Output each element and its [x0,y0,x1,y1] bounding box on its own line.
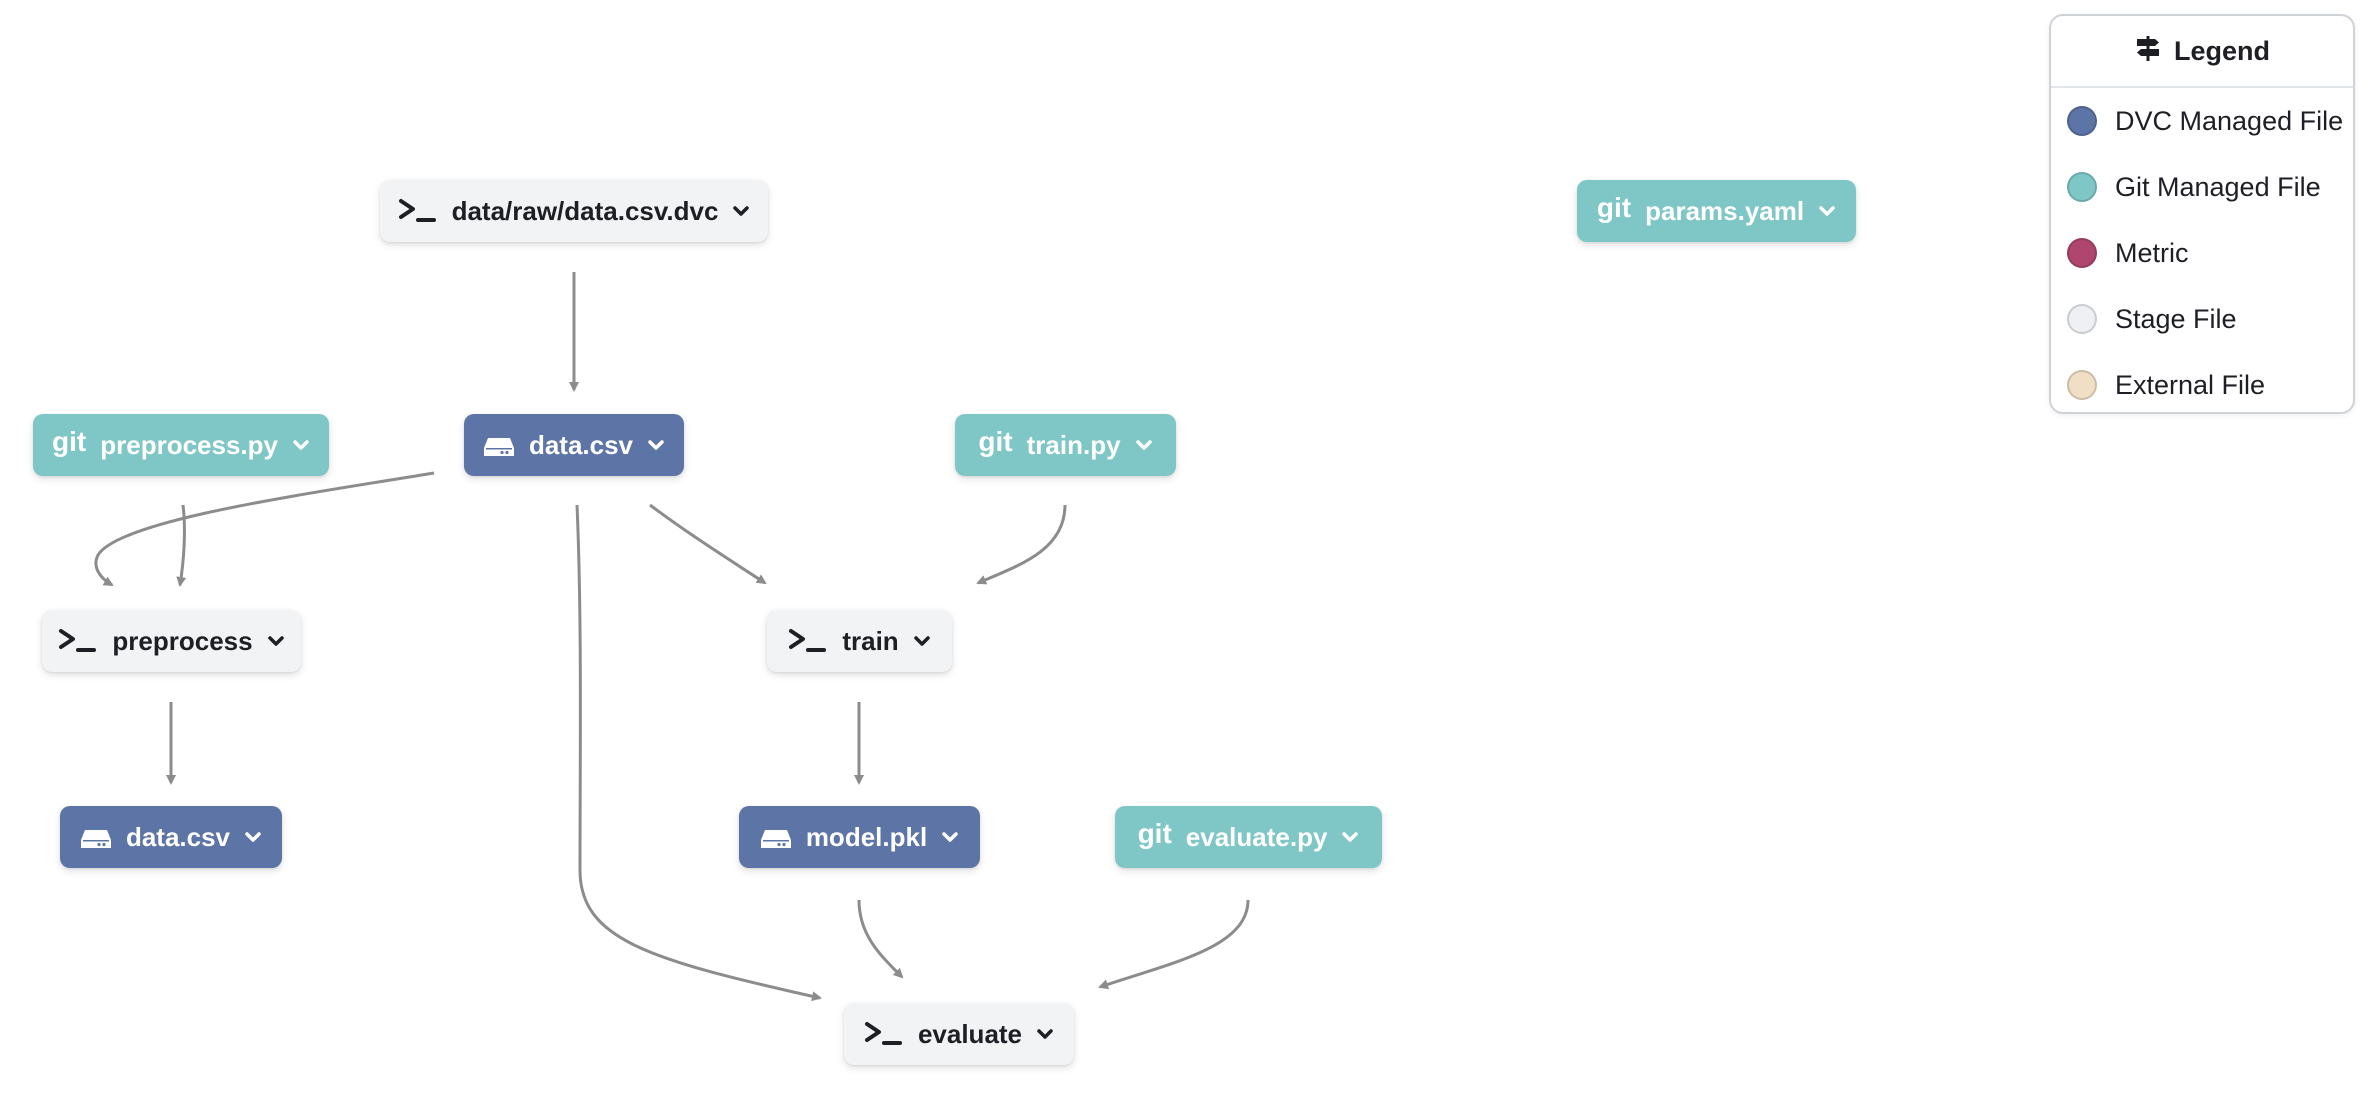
legend-item-external-file: External File [2051,352,2353,418]
legend-panel: Legend DVC Managed File Git Managed File… [2049,14,2355,414]
chevron-down-icon[interactable] [941,831,959,843]
edge-evaluatepy-to-evaluate [1098,899,1250,990]
node-preprocess-stage[interactable]: preprocess [42,610,301,672]
legend-item-git-managed: Git Managed File [2051,154,2353,220]
terminal-icon [788,628,828,654]
terminal-icon [58,628,98,654]
edge-datacsv-to-evaluate [575,504,822,1002]
chevron-down-icon[interactable] [732,205,750,217]
node-evaluate-py[interactable]: git evaluate.py [1115,806,1382,868]
signpost-icon [2134,34,2162,69]
legend-item-dvc-managed: DVC Managed File [2051,88,2353,154]
legend-item-label: Git Managed File [2115,171,2321,202]
node-label: data.csv [528,429,634,460]
node-label: data.csv [125,821,231,852]
legend-item-label: Stage File [2115,303,2237,334]
chevron-down-icon[interactable] [913,635,931,647]
drive-icon [80,826,112,848]
git-icon: git [1596,192,1632,223]
node-label: evaluate [917,1018,1023,1049]
edge-trainpy-to-train [976,504,1067,585]
legend-item-label: External File [2115,369,2266,400]
chevron-down-icon[interactable] [1135,439,1153,451]
node-params-yaml[interactable]: git params.yaml [1577,180,1856,242]
edge-datacsv-to-preprocess [94,471,435,587]
node-label: model.pkl [805,821,928,852]
chevron-down-icon[interactable] [1341,831,1359,843]
node-label: params.yaml [1645,195,1805,226]
drive-icon [760,826,792,848]
chevron-down-icon[interactable] [647,439,665,451]
legend-item-stage-file: Stage File [2051,286,2353,352]
legend-swatch [2067,238,2097,268]
legend-swatch [2067,370,2097,400]
node-evaluate-stage[interactable]: evaluate [844,1003,1074,1065]
legend-swatch [2067,304,2097,334]
node-label: train [842,625,899,656]
legend-items: DVC Managed File Git Managed File Metric… [2051,88,2353,418]
chevron-down-icon[interactable] [244,831,262,843]
drive-icon [483,434,515,456]
node-label: train.py [1026,429,1121,460]
node-label: evaluate.py [1185,821,1328,852]
node-data-csv-out[interactable]: data.csv [60,806,282,868]
node-label: data/raw/data.csv.dvc [451,195,719,226]
node-preprocess-py[interactable]: git preprocess.py [33,414,329,476]
legend-header: Legend [2051,16,2353,88]
node-data-raw-dvc[interactable]: data/raw/data.csv.dvc [380,180,768,242]
legend-swatch [2067,106,2097,136]
git-icon: git [1137,818,1172,849]
chevron-down-icon[interactable] [1818,205,1836,217]
git-icon: git [52,426,87,457]
legend-swatch [2067,172,2097,202]
node-label: preprocess [112,625,253,656]
edge-datacsv-to-train [649,503,767,585]
chevron-down-icon[interactable] [1036,1028,1054,1040]
node-train-stage[interactable]: train [767,610,952,672]
chevron-down-icon[interactable] [292,439,310,451]
edge-model-to-evaluate [857,899,904,979]
legend-item-metric: Metric [2051,220,2353,286]
legend-item-label: DVC Managed File [2115,105,2344,136]
chevron-down-icon[interactable] [267,635,285,647]
terminal-icon [398,198,438,224]
node-train-py[interactable]: git train.py [955,414,1176,476]
node-model-pkl[interactable]: model.pkl [739,806,980,868]
legend-item-label: Metric [2115,237,2189,268]
node-data-csv-raw[interactable]: data.csv [464,414,684,476]
node-label: preprocess.py [100,429,278,460]
git-icon: git [978,426,1013,457]
terminal-icon [864,1021,904,1047]
legend-title: Legend [2173,35,2270,66]
edge-preprocesspy-to-preprocess [176,504,187,587]
